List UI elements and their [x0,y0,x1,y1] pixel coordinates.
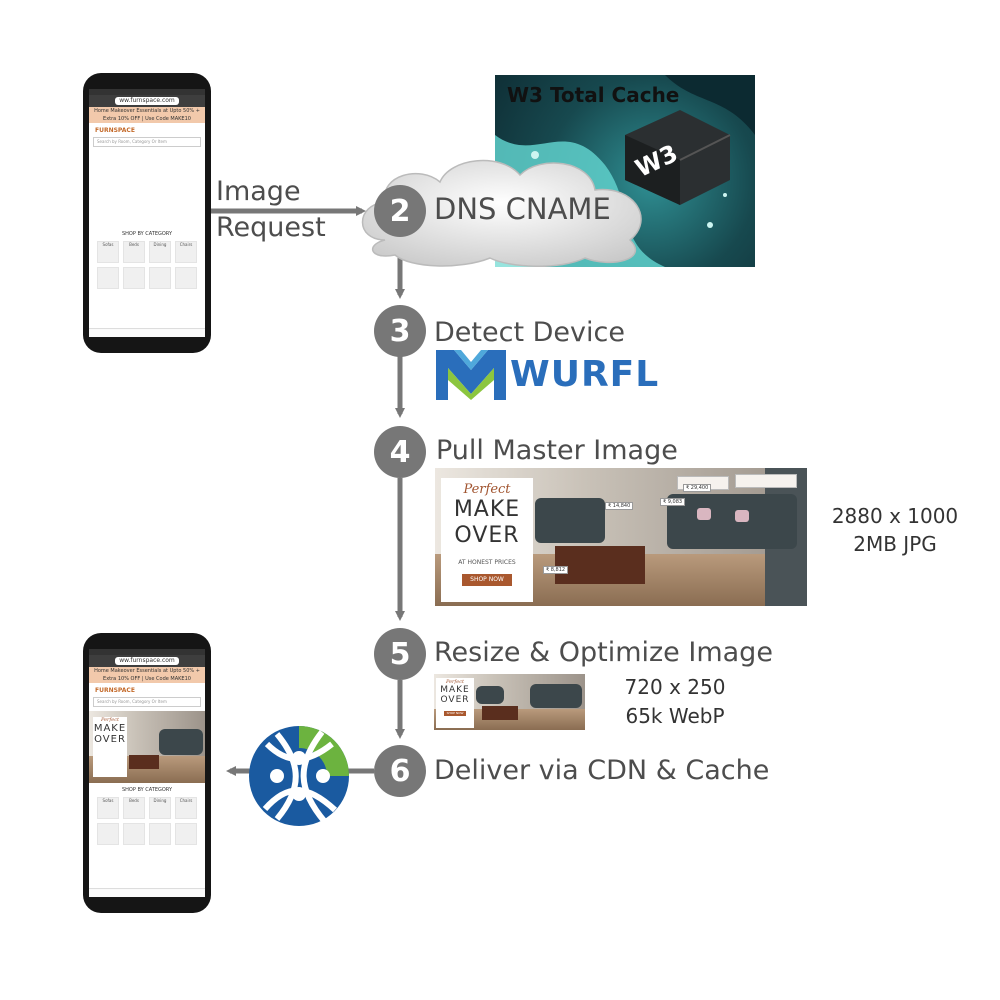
wurfl-mark-icon [436,350,506,400]
optimized-size: 65k WebP [625,704,725,728]
step-5-label: Resize & Optimize Image [434,637,773,668]
price-tag-2: ₹ 9,083 [660,498,686,506]
step-2-badge: 2 [374,185,426,237]
phone-cat-item: Beds [123,241,145,263]
phone-promo: Home Makeover Essentials at Upto 50% + E… [89,667,205,683]
step-4-label: Pull Master Image [436,435,678,466]
wurfl-logo: WURFL [436,350,666,402]
optimized-dims: 720 x 250 [624,675,726,699]
optimized-image-thumb: Perfect MAKE OVER SHOP NOW [434,674,585,730]
phone-url: ww.furnspace.com [115,97,179,105]
phone-category-title: SHOP BY CATEGORY [121,787,173,793]
promo-over: OVER [454,523,520,548]
phone-request: ww.furnspace.com Home Makeover Essential… [83,73,211,353]
phone-search: Search by Room, Category Or Item [93,137,201,147]
phone-url: ww.furnspace.com [115,657,179,665]
phone-request-screen: ww.furnspace.com Home Makeover Essential… [89,89,205,337]
step-2-label: DNS CNAME [434,192,611,226]
step-5-badge: 5 [374,628,426,680]
step-1-label-line1: Image [216,176,301,207]
master-size: 2MB JPG [853,532,937,556]
master-image-banner: ₹ 14,840 ₹ 9,083 ₹ 29,400 ₹ 8,812 Perfec… [435,468,807,606]
promo-make: MAKE [453,497,521,522]
price-tag-4: ₹ 8,812 [543,566,569,574]
cloud-shape [361,159,642,267]
phone-cat-item: Sofas [97,797,119,819]
step-6-badge: 6 [374,745,426,797]
price-tag-3: ₹ 29,400 [683,484,712,492]
master-dims: 2880 x 1000 [831,504,959,528]
phone-cat-item: Chairs [175,797,197,819]
step-3-label: Detect Device [434,317,625,348]
promo-honest: AT HONEST PRICES [458,559,516,566]
step-3-badge: 3 [374,305,426,357]
phone-delivered-screen: ww.furnspace.com Home Makeover Essential… [89,649,205,897]
cdn-globe-icon [249,726,349,826]
step-6-label: Deliver via CDN & Cache [434,755,770,786]
phone-cat-item: Dining [149,241,171,263]
phone-category-title: SHOP BY CATEGORY [121,231,173,237]
w3-title: W3 Total Cache [507,83,680,107]
step-4-badge: 4 [374,426,426,478]
phone-delivered-banner: Perfect MAKE OVER [89,711,205,783]
phone-brand: FURNSPACE [95,686,135,694]
phone-promo: Home Makeover Essentials at Upto 50% + E… [89,107,205,123]
phone-delivered: ww.furnspace.com Home Makeover Essential… [83,633,211,913]
phone-cat-item: Dining [149,797,171,819]
promo-perfect: Perfect [463,482,511,497]
phone-cat-item: Beds [123,797,145,819]
phone-cat-item: Chairs [175,241,197,263]
price-tag-1: ₹ 14,840 [605,502,634,510]
phone-brand: FURNSPACE [95,126,135,134]
wurfl-wordmark: WURFL [510,354,660,395]
phone-cat-item: Sofas [97,241,119,263]
promo-card: Perfect MAKE OVER AT HONEST PRICES SHOP … [441,478,533,602]
step-1-label-line2: Request [216,212,326,243]
promo-shop-button: SHOP NOW [462,574,512,586]
phone-search: Search by Room, Category Or Item [93,697,201,707]
